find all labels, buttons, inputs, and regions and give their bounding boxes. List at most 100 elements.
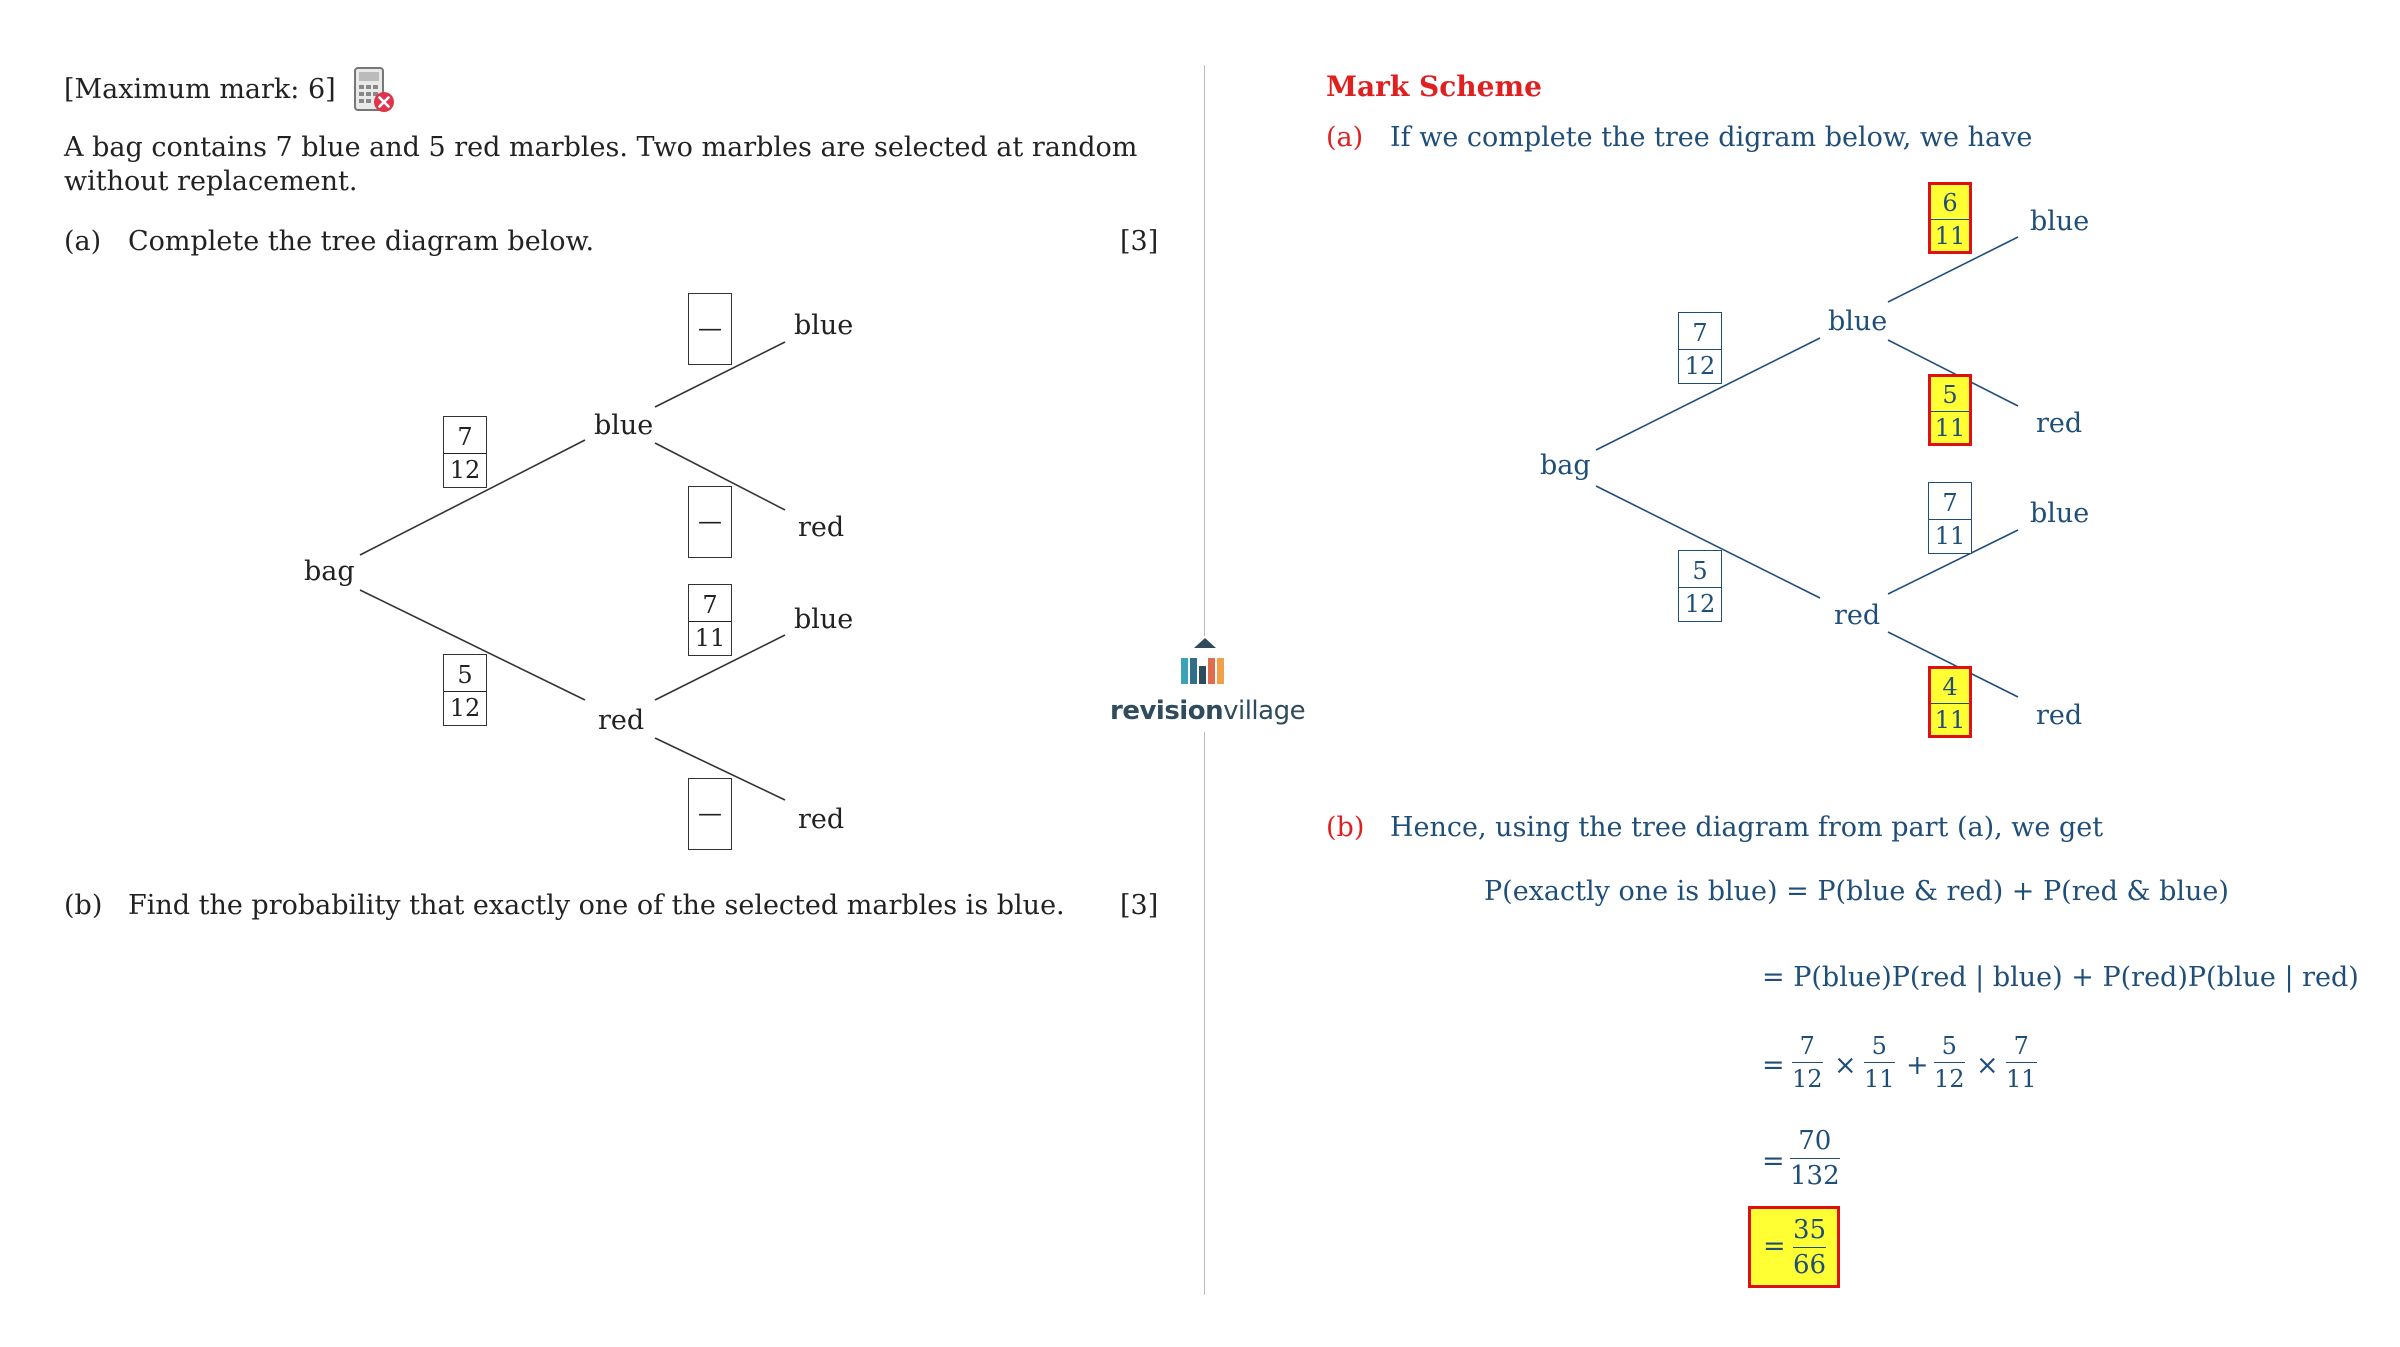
fraction-denominator: 12 — [1684, 352, 1716, 380]
ms-prob-box-red-blue: 7 11 — [1928, 482, 1972, 554]
fraction-denominator: 11 — [1934, 414, 1966, 442]
tree-first-red: red — [598, 705, 645, 736]
tree-rb-label: blue — [794, 604, 854, 635]
ms-answer-box-blue-blue: 6 11 — [1928, 182, 1972, 254]
ms-part-a-label: (a) — [1326, 122, 1364, 153]
fraction-bar — [444, 453, 486, 454]
prob-box-red-first: 5 12 — [443, 654, 487, 726]
logo-word-revision: revision — [1110, 696, 1224, 726]
blank-mark: — — [698, 314, 722, 342]
fraction-denominator: 11 — [1864, 1065, 1895, 1093]
revision-village-logo-icon — [1181, 638, 1224, 684]
part-a-label: (a) — [64, 226, 102, 257]
ms-tree-br-label: red — [2036, 408, 2083, 439]
fraction-bar — [1679, 587, 1721, 588]
revision-village-logo: revisionvillage — [1110, 636, 1306, 732]
fraction-numerator: 5 — [1942, 381, 1958, 409]
prob-box-red-blue: 7 11 — [688, 584, 732, 656]
fraction-denominator: 12 — [449, 456, 481, 484]
max-mark: [Maximum mark: 6] — [64, 74, 336, 105]
ms-part-a-text: If we complete the tree digram below, we… — [1390, 122, 2033, 153]
equals-sign: = — [1762, 1146, 1785, 1177]
fraction-denominator: 12 — [449, 694, 481, 722]
fraction-numerator: 7 — [1692, 319, 1708, 347]
tree-bb-label: blue — [794, 310, 854, 341]
fraction-denominator: 12 — [1792, 1065, 1823, 1093]
fraction-bar — [689, 621, 731, 622]
tree-root-bag: bag — [304, 556, 355, 587]
fraction-numerator: 5 — [1941, 1032, 1957, 1060]
fraction-numerator: 5 — [1692, 557, 1708, 585]
part-a-marks: [3] — [1120, 226, 1159, 257]
fraction-numerator: 7 — [1942, 489, 1958, 517]
equals-sign: = — [1763, 1231, 1786, 1262]
ms-part-b-text: Hence, using the tree diagram from part … — [1390, 812, 2104, 843]
blank-box-blue-red[interactable]: — — [688, 486, 732, 558]
plus-sign: + — [1906, 1050, 1929, 1081]
part-b-label: (b) — [64, 890, 103, 921]
fraction-denominator: 12 — [1934, 1065, 1965, 1093]
fraction-bar — [1679, 349, 1721, 350]
ms-tree-first-red: red — [1834, 600, 1881, 631]
fraction-bar — [1931, 411, 1969, 412]
fraction-bar — [1931, 703, 1969, 704]
fraction-denominator: 132 — [1790, 1161, 1840, 1191]
part-b-text: Find the probability that exactly one of… — [128, 890, 1065, 921]
fraction-numerator: 7 — [702, 591, 718, 619]
tree-br-label: red — [798, 512, 845, 543]
fraction-numerator: 5 — [1871, 1032, 1887, 1060]
markscheme-title: Mark Scheme — [1326, 70, 1542, 103]
blank-box-red-red[interactable]: — — [688, 778, 732, 850]
ms-equation-line1: P(exactly one is blue) = P(blue & red) +… — [1484, 876, 2229, 907]
tree-rr-label: red — [798, 804, 845, 835]
calculator-not-allowed-icon — [352, 66, 396, 116]
question-stem-line1: A bag contains 7 blue and 5 red marbles.… — [64, 132, 1138, 163]
ms-prob-box-red-first: 5 12 — [1678, 550, 1722, 622]
fraction-numerator: 6 — [1942, 189, 1958, 217]
fraction-bar — [1929, 519, 1971, 520]
fraction-numerator: 70 — [1798, 1126, 1832, 1156]
tree-first-blue: blue — [594, 410, 654, 441]
fraction-numerator: 7 — [457, 423, 473, 451]
ms-answer-box-red-red: 4 11 — [1928, 666, 1972, 738]
times-sign: × — [1976, 1050, 1999, 1081]
ms-prob-box-blue-first: 7 12 — [1678, 312, 1722, 384]
fraction-numerator: 35 — [1793, 1215, 1827, 1245]
fraction-bar — [444, 691, 486, 692]
prob-box-blue-first: 7 12 — [443, 416, 487, 488]
times-sign: × — [1834, 1050, 1857, 1081]
ms-tree-bb-label: blue — [2030, 206, 2090, 237]
equals-sign: = — [1762, 1050, 1785, 1081]
part-b-marks: [3] — [1120, 890, 1159, 921]
fraction-numerator: 5 — [457, 661, 473, 689]
part-a-text: Complete the tree diagram below. — [128, 226, 595, 257]
blank-mark: — — [698, 507, 722, 535]
fraction-denominator: 11 — [1934, 706, 1966, 734]
fraction-numerator: 7 — [2013, 1032, 2029, 1060]
question-stem-line2: without replacement. — [64, 166, 358, 197]
fraction-denominator: 11 — [1934, 522, 1966, 550]
logo-word-village: village — [1223, 696, 1306, 726]
ms-tree-rb-label: blue — [2030, 498, 2090, 529]
ms-equation-line2: = P(blue)P(red | blue) + P(red)P(blue | … — [1762, 962, 2359, 993]
fraction-denominator: 11 — [2006, 1065, 2037, 1093]
fraction-bar — [1931, 219, 1969, 220]
fraction-denominator: 12 — [1684, 590, 1716, 618]
ms-answer-box-blue-red: 5 11 — [1928, 374, 1972, 446]
ms-part-b-label: (b) — [1326, 812, 1365, 843]
blank-box-blue-blue[interactable]: — — [688, 293, 732, 365]
fraction-denominator: 11 — [694, 624, 726, 652]
ms-tree-rr-label: red — [2036, 700, 2083, 731]
ms-tree-root-bag: bag — [1540, 450, 1591, 481]
